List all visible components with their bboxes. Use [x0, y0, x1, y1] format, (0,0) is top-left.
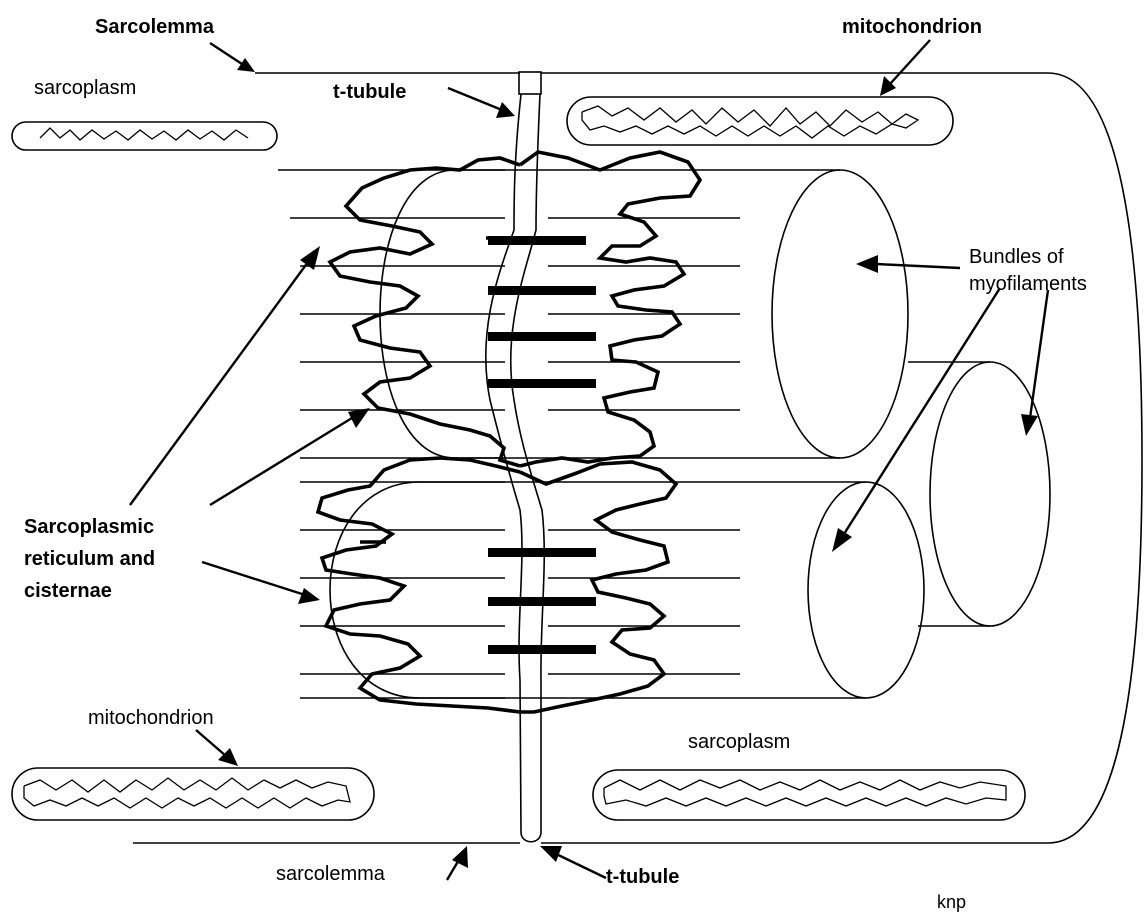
arrow-mitochondrion-top — [880, 40, 930, 96]
label-t-tubule-top: t-tubule — [333, 81, 406, 103]
arrow-bundles-3 — [1021, 290, 1048, 436]
label-sarcoplasm-top: sarcoplasm — [34, 77, 136, 99]
label-sr-line1: Sarcoplasmic — [24, 516, 154, 538]
arrow-t-tubule-bottom — [540, 846, 606, 878]
mitochondrion-top-left — [12, 122, 277, 150]
arrow-sr-3 — [202, 562, 320, 604]
label-credit: knp — [937, 892, 966, 912]
label-sr-line3: cisternae — [24, 580, 112, 602]
label-mitochondrion-bottom: mitochondrion — [88, 707, 214, 729]
mitochondrion-bottom-right — [593, 770, 1025, 820]
label-mitochondrion-top: mitochondrion — [842, 16, 982, 38]
myofibril-cylinder-lower — [330, 482, 924, 698]
mitochondrion-bottom-left — [12, 768, 374, 820]
label-t-tubule-bottom: t-tubule — [606, 866, 679, 888]
label-sarcoplasm-bottom: sarcoplasm — [688, 731, 790, 753]
arrow-sarcolemma-bottom — [447, 846, 468, 880]
arrow-mitochondrion-bottom — [196, 730, 238, 766]
label-bundles-line1: Bundles of — [969, 246, 1064, 268]
arrow-sr-1 — [130, 246, 320, 505]
label-sarcolemma-bottom: sarcolemma — [276, 863, 386, 885]
arrow-t-tubule-top — [448, 88, 515, 118]
triad-bars — [488, 236, 596, 654]
arrow-bundles-2 — [832, 288, 1000, 552]
mitochondrion-top-right — [567, 97, 953, 145]
t-tubule — [486, 72, 544, 842]
label-sarcolemma-top: Sarcolemma — [95, 16, 215, 38]
arrow-sarcolemma-top — [210, 43, 255, 72]
label-bundles-line2: myofilaments — [969, 273, 1087, 295]
label-sr-line2: reticulum and — [24, 548, 155, 570]
arrow-bundles-1 — [856, 255, 960, 273]
